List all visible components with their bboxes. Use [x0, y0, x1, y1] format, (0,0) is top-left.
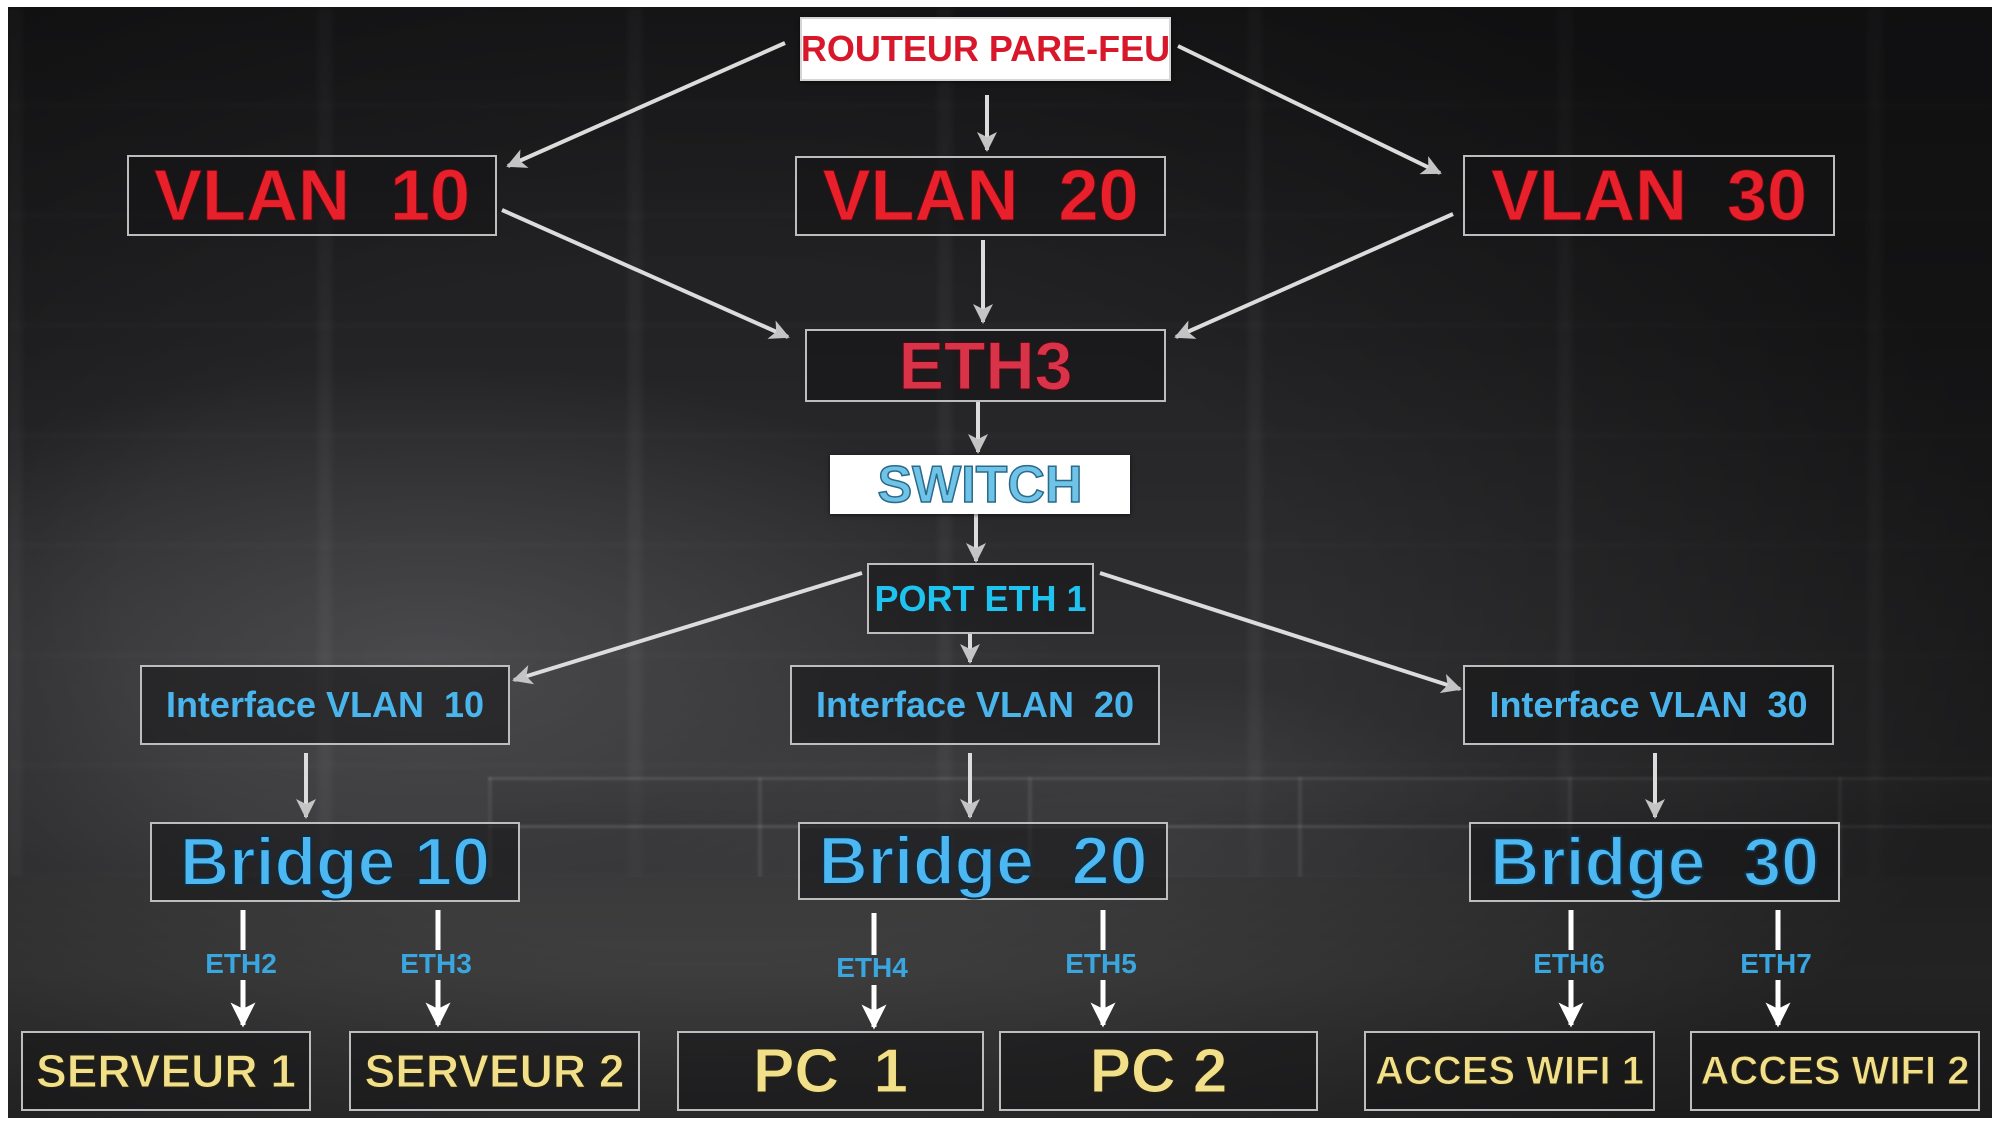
- arrow-vlan10-eth3: [501, 208, 790, 339]
- arrow-router-vlan30: [1177, 44, 1442, 175]
- router-node[interactable]: ROUTEUR PARE-FEU: [800, 17, 1171, 81]
- bridge20-label: Bridge 20: [818, 822, 1149, 900]
- arrow-router-vlan10: [506, 41, 786, 168]
- port-label-eth5: ETH5: [1065, 948, 1137, 979]
- port-eth1-node[interactable]: PORT ETH 1: [867, 563, 1094, 634]
- pc2-node[interactable]: PC 2: [999, 1031, 1318, 1111]
- bridge10-node[interactable]: Bridge 10: [150, 822, 520, 902]
- vlan30-label: VLAN 30: [1490, 155, 1808, 236]
- switch-node[interactable]: SWITCH: [830, 455, 1130, 514]
- switch-label: SWITCH: [877, 455, 1084, 515]
- arrow-port-iface10: [512, 571, 863, 685]
- port-label-eth4: ETH4: [836, 952, 908, 983]
- eth3-node[interactable]: ETH3: [805, 327, 1166, 404]
- acces-wifi2-node[interactable]: ACCES WIFI 2: [1690, 1031, 1980, 1111]
- serveur2-label: SERVEUR 2: [364, 1045, 625, 1098]
- interface-vlan20-label: Interface VLAN 20: [815, 684, 1135, 725]
- bridge10-label: Bridge 10: [179, 823, 491, 901]
- vlan30-node[interactable]: VLAN 30: [1463, 155, 1835, 236]
- acces-wifi1-label: ACCES WIFI 1: [1375, 1048, 1645, 1093]
- bridge30-label: Bridge 30: [1489, 823, 1820, 901]
- interface-vlan20-node[interactable]: Interface VLAN 20: [790, 665, 1160, 745]
- port-label-eth7: ETH7: [1740, 948, 1812, 979]
- port-label-eth6: ETH6: [1533, 948, 1605, 979]
- interface-vlan30-node[interactable]: Interface VLAN 30: [1463, 665, 1834, 745]
- serveur1-node[interactable]: SERVEUR 1: [21, 1031, 311, 1111]
- pc1-label: PC 1: [752, 1036, 909, 1106]
- vlan10-node[interactable]: VLAN 10: [127, 155, 497, 236]
- arrow-vlan30-eth3: [1174, 212, 1454, 339]
- serveur2-node[interactable]: SERVEUR 2: [349, 1031, 640, 1111]
- arrow-port-iface30: [1099, 571, 1462, 693]
- vlan20-node[interactable]: VLAN 20: [795, 156, 1166, 237]
- port-eth1-label: PORT ETH 1: [874, 577, 1087, 619]
- vlan10-label: VLAN 10: [153, 155, 471, 236]
- pc1-node[interactable]: PC 1: [677, 1031, 984, 1111]
- acces-wifi2-label: ACCES WIFI 2: [1700, 1048, 1970, 1093]
- acces-wifi1-node[interactable]: ACCES WIFI 1: [1364, 1031, 1655, 1111]
- router-label: ROUTEUR PARE-FEU: [800, 28, 1171, 69]
- vlan20-label: VLAN 20: [822, 156, 1139, 237]
- port-label-eth2: ETH2: [205, 948, 277, 979]
- port-label-eth3: ETH3: [400, 948, 472, 979]
- bridge30-node[interactable]: Bridge 30: [1469, 822, 1840, 902]
- eth3-label: ETH3: [898, 327, 1073, 404]
- interface-vlan30-label: Interface VLAN 30: [1489, 684, 1808, 725]
- bridge20-node[interactable]: Bridge 20: [798, 822, 1168, 900]
- interface-vlan10-node[interactable]: Interface VLAN 10: [140, 665, 510, 745]
- serveur1-label: SERVEUR 1: [36, 1045, 297, 1098]
- pc2-label: PC 2: [1089, 1036, 1228, 1106]
- interface-vlan10-label: Interface VLAN 10: [165, 684, 485, 725]
